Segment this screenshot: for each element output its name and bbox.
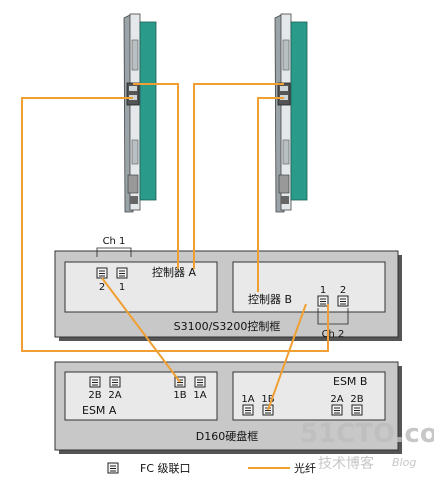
fc-port-icon [337,295,349,307]
fc-port-icon [317,295,329,307]
fc-port-icon [242,404,254,416]
esm-b-label: ESM B [333,375,367,388]
controller-b-label: 控制器 B [248,292,292,306]
ch1-label: Ch 1 [103,236,126,247]
fiber-host1-to-ctrl-b [21,97,329,352]
esm-a-port-label: 1A [193,390,206,401]
fc-port-icon [194,376,206,388]
ctrl-a-port-label: 2 [99,282,105,293]
watermark-main: 51CTO.com [300,419,434,449]
ch2-port-group: 控制器 B 1 2 Ch 2 [248,285,349,340]
controller-chassis: S3100/S3200控制框 [54,250,402,341]
esm-a-ports: 2B 2A 1B 1A ESM A [82,376,207,417]
ctrl-a-port-label: 1 [119,282,125,293]
fiber-host2-to-ctrl-a [193,83,284,269]
watermark-blog: Blog [392,456,416,469]
fc-port-icon [351,404,363,416]
watermark: 51CTO.com 技术博客 Blog [300,419,434,472]
esm-b-port-label: 1B [261,394,274,405]
esm-b-port-label: 2B [350,394,363,405]
fc-port-icon [96,267,108,279]
fiber-cables [21,83,329,411]
ctrl-b-port-label: 1 [320,285,326,296]
esm-a-port-label: 2B [88,390,101,401]
watermark-sub: 技术博客 [318,455,374,472]
esm-a-label: ESM A [82,404,117,417]
esm-b-port-label: 1A [241,394,254,405]
fiber-host1-to-ctrl-a [133,83,179,269]
fiber-host2-to-ctrl-b [257,97,284,292]
host-adapter-card-1 [123,13,157,213]
esm-a-port-label: 1B [173,390,186,401]
esm-b-port-label: 2A [330,394,343,405]
fc-port-icon [89,376,101,388]
ch1-port-group: Ch 1 2 1 控制器 A [96,236,196,293]
esm-b-ports: ESM B 1A 1B 2A 2B [241,375,367,416]
legend-fc-port-icon [107,462,119,474]
fiber-ctrl-a-to-esm-a [101,277,181,383]
disk-chassis-title: D160硬盘框 [196,429,258,443]
controller-a-module [64,261,218,313]
controller-a-label: 控制器 A [152,265,196,279]
legend: FC 级联口 光纤 [107,461,316,475]
fc-port-icon [109,376,121,388]
ch2-label: Ch 2 [322,329,345,340]
esm-a-port-label: 2A [108,390,121,401]
fc-port-icon [116,267,128,279]
controller-chassis-title: S3100/S3200控制框 [174,319,281,333]
fiber-ctrl-b-to-esm-b [267,303,307,411]
legend-port-label: FC 级联口 [140,462,191,475]
host-adapter-card-2 [274,13,308,213]
fc-port-icon [331,404,343,416]
legend-fiber-label: 光纤 [294,461,316,475]
ctrl-b-port-label: 2 [340,285,346,296]
